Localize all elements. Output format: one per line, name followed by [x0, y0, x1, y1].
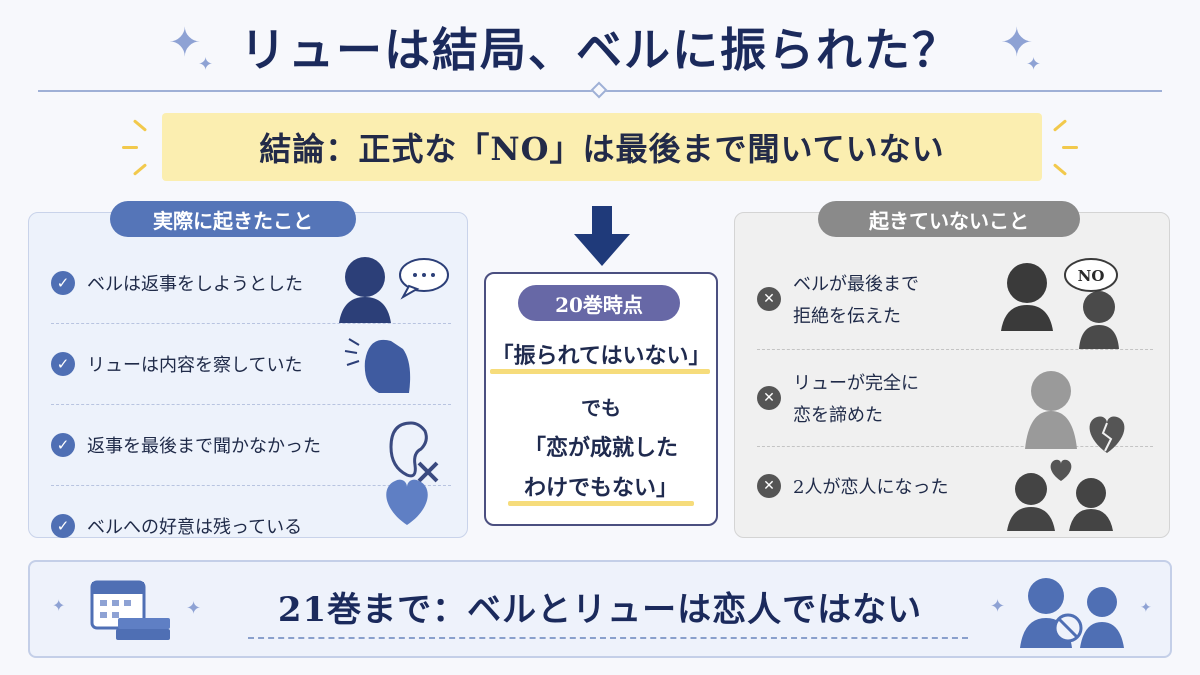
couple-silhouette-icon	[1007, 473, 1113, 531]
girl-silhouette-icon	[344, 338, 411, 393]
highlight-underline	[508, 501, 694, 506]
sparkle-icon: ✦	[52, 596, 66, 615]
calendar-icon	[90, 580, 170, 640]
boy-silhouette-icon	[339, 257, 391, 323]
speech-bubble-icon	[399, 258, 449, 300]
happened-list: ✓ ベルは返事をしようとした ✓ リューは内容を察していた ✓ 返事を最後まで聞…	[51, 243, 451, 566]
heart-icon: ✦	[386, 479, 451, 533]
conclusion-rays-right	[1046, 118, 1086, 178]
verdict-line-4: わけでもない」	[523, 475, 678, 501]
check-icon: ✓	[51, 352, 75, 376]
x-icon: ✕	[757, 386, 781, 410]
couple-no-icon	[1020, 578, 1124, 648]
list-item: ✕ ベルが最後まで 拒絶を伝えた	[757, 249, 997, 349]
bottom-banner	[28, 560, 1172, 658]
conclusion-banner: 結論：正式な「NO」は最後まで聞いていない	[162, 113, 1042, 181]
not-happened-illustrations: NO	[1001, 258, 1125, 531]
not-happened-list: ✕ ベルが最後まで 拒絶を伝えた ✕ リューが完全に 恋を諦めた ✕ 2人が恋人…	[757, 249, 1153, 525]
sparkle-icon: ✦	[198, 54, 214, 75]
list-item: ✓ リューは内容を察していた	[51, 324, 351, 404]
happened-heading: 実際に起きたこと	[110, 201, 356, 237]
happened-panel: ✓ ベルは返事をしようとした ✓ リューは内容を察していた ✓ 返事を最後まで聞…	[28, 212, 468, 538]
not-happened-heading: 起きていないこと	[818, 201, 1080, 237]
verdict-line-3: 「恋が成就した	[523, 435, 678, 461]
conclusion-text: 結論：正式な「NO」は最後まで聞いていない	[259, 130, 945, 168]
check-icon: ✓	[51, 271, 75, 295]
verdict-line-1: 「振られてはいない」	[491, 343, 711, 369]
sparkle-icon: ✦	[1026, 54, 1042, 75]
x-icon: ✕	[757, 474, 781, 498]
conclusion-rays-left	[116, 118, 156, 178]
sparkle-icon: ✦	[168, 20, 202, 66]
x-icon: ✕	[757, 287, 781, 311]
sparkle-icon: ✦	[186, 598, 202, 619]
sparkle-icon: ✦	[1000, 20, 1034, 66]
happened-illustrations: ✦	[339, 257, 451, 533]
list-item: ✓ ベルへの好意は残っている	[51, 486, 351, 566]
heart-icon	[1050, 459, 1072, 481]
books-icon	[116, 618, 170, 640]
broken-heart-icon	[1089, 416, 1125, 453]
bubble-text: NO	[1078, 267, 1105, 285]
svg-text:✦: ✦	[441, 532, 451, 533]
ear-icon	[389, 421, 439, 483]
bottom-summary: 21巻まで：ベルとリューは恋人ではない	[277, 590, 923, 630]
girl-silhouette-icon	[1025, 371, 1077, 449]
highlight-underline	[490, 369, 710, 374]
list-item: ✓ 返事を最後まで聞かなかった	[51, 405, 351, 485]
list-item: ✕ リューが完全に 恋を諦めた	[757, 350, 997, 446]
verdict-connector: でも	[581, 396, 621, 420]
arrow-down-icon	[574, 206, 630, 266]
speech-bubble-icon: NO	[1064, 258, 1118, 292]
page-title: リューは結局、ベルに振られた？	[240, 23, 960, 77]
title-ornament	[590, 81, 608, 99]
check-icon: ✓	[51, 433, 75, 457]
couple-silhouette-icon	[1001, 263, 1119, 349]
sparkle-icon: ✦	[1140, 600, 1152, 616]
volume-badge: 20巻時点	[518, 285, 680, 321]
prohibited-icon	[1053, 613, 1083, 643]
list-item: ✓ ベルは返事をしようとした	[51, 243, 351, 323]
bottom-underline	[248, 637, 968, 639]
list-item: ✕ 2人が恋人になった	[757, 447, 997, 525]
sparkle-icon: ✦	[990, 596, 1006, 617]
check-icon: ✓	[51, 514, 75, 538]
not-happened-panel: ✕ ベルが最後まで 拒絶を伝えた ✕ リューが完全に 恋を諦めた ✕ 2人が恋人…	[734, 212, 1170, 538]
